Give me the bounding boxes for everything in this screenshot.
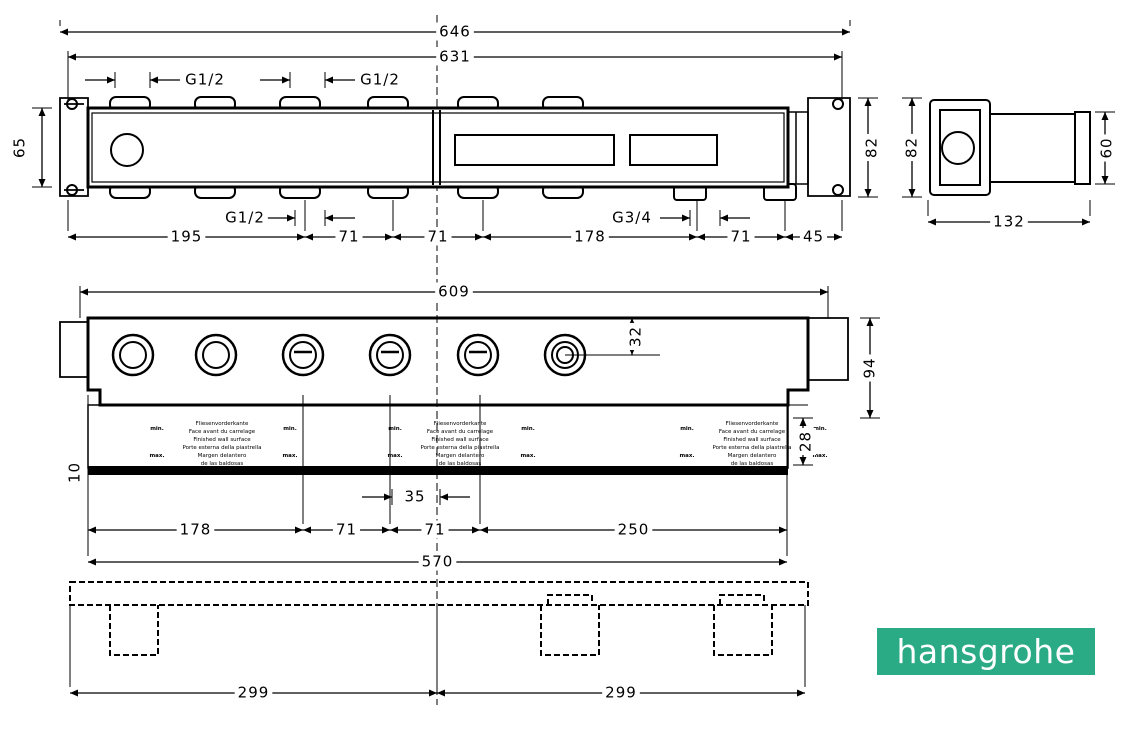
strip-min: min. (150, 426, 164, 432)
dimension-label: G1/2 (225, 209, 265, 227)
port (194, 333, 238, 377)
strip-text: Finished wall surface (431, 437, 489, 443)
dimension-label: 94 (861, 357, 879, 378)
strip-text: Fliesenvorderkante (726, 421, 779, 427)
bracket-right (807, 97, 851, 197)
strip-max: max. (149, 453, 164, 459)
dimension-label: 82 (903, 137, 921, 158)
strip-text: Face avant du carrelage (427, 429, 494, 435)
dimension-label: 71 (338, 228, 359, 246)
port (368, 333, 412, 377)
dimension-label: 28 (797, 431, 815, 452)
strip-text: Face avant du carrelage (189, 429, 256, 435)
bracket-left (59, 97, 89, 197)
strip-min: min. (680, 426, 694, 432)
strip-text: Margen delantero (198, 453, 247, 459)
strip-text: Margen delantero (728, 453, 777, 459)
bottom-view (69, 581, 809, 656)
strip-text: Porte esterna della piastrella (182, 445, 261, 451)
strip-max: max. (387, 453, 402, 459)
dimension-label: G3/4 (612, 209, 652, 227)
dimension-label: 35 (404, 488, 425, 506)
side-view (929, 99, 1091, 196)
port (456, 333, 500, 377)
dimension-label: G1/2 (360, 71, 400, 89)
dimension-label: 178 (574, 228, 606, 246)
dimension-label: 32 (627, 326, 645, 347)
dimension-label: 132 (993, 213, 1025, 231)
strip-text: de las baldosas (731, 461, 774, 467)
dimension-label: 646 (439, 23, 471, 41)
strip-max: max. (812, 453, 827, 459)
dimension-label: 609 (438, 283, 470, 301)
strip-min: min. (388, 426, 402, 432)
dimension-label: 299 (238, 684, 270, 702)
dimension-label: 71 (427, 228, 448, 246)
dimension-label: 10 (66, 462, 84, 483)
strip-text: Porte esterna della piastrella (420, 445, 499, 451)
strip-text: Margen delantero (436, 453, 485, 459)
dimension-label: 82 (863, 137, 881, 158)
strip-max: max. (520, 453, 535, 459)
dimension-label: 178 (180, 521, 212, 539)
strip-text: Fliesenvorderkante (196, 421, 249, 427)
port (281, 333, 325, 377)
valve-body-top (86, 106, 790, 189)
strip-text: Finished wall surface (193, 437, 251, 443)
dimension-label: 71 (336, 521, 357, 539)
dimension-label: 631 (439, 48, 471, 66)
strip-max: max. (679, 453, 694, 459)
top-view (59, 96, 851, 201)
dimension-label: 65 (11, 137, 29, 158)
strip-min: min. (813, 426, 827, 432)
dimension-label: 71 (424, 521, 445, 539)
strip-text: Face avant du carrelage (719, 429, 786, 435)
dimension-label: 250 (618, 521, 650, 539)
strip-max: max. (282, 453, 297, 459)
strip-text: Fliesenvorderkante (434, 421, 487, 427)
strip-text: de las baldosas (439, 461, 482, 467)
strip-text: Porte esterna della piastrella (712, 445, 791, 451)
strip-text: de las baldosas (201, 461, 244, 467)
strip-min: min. (283, 426, 297, 432)
diverter-port (110, 133, 144, 167)
hansgrohe-logo: hansgrohe (877, 628, 1095, 675)
front-view (59, 316, 849, 475)
strip-min: min. (521, 426, 535, 432)
dimension-label: G1/2 (185, 71, 225, 89)
dimension-label: 299 (605, 684, 637, 702)
dimension-label: 195 (171, 228, 203, 246)
strip-text: Finished wall surface (723, 437, 781, 443)
dimension-label: 71 (730, 228, 751, 246)
dimension-label: 60 (1098, 137, 1116, 158)
dimension-label: 45 (803, 228, 824, 246)
dimension-label: 570 (422, 553, 454, 571)
port (111, 333, 155, 377)
